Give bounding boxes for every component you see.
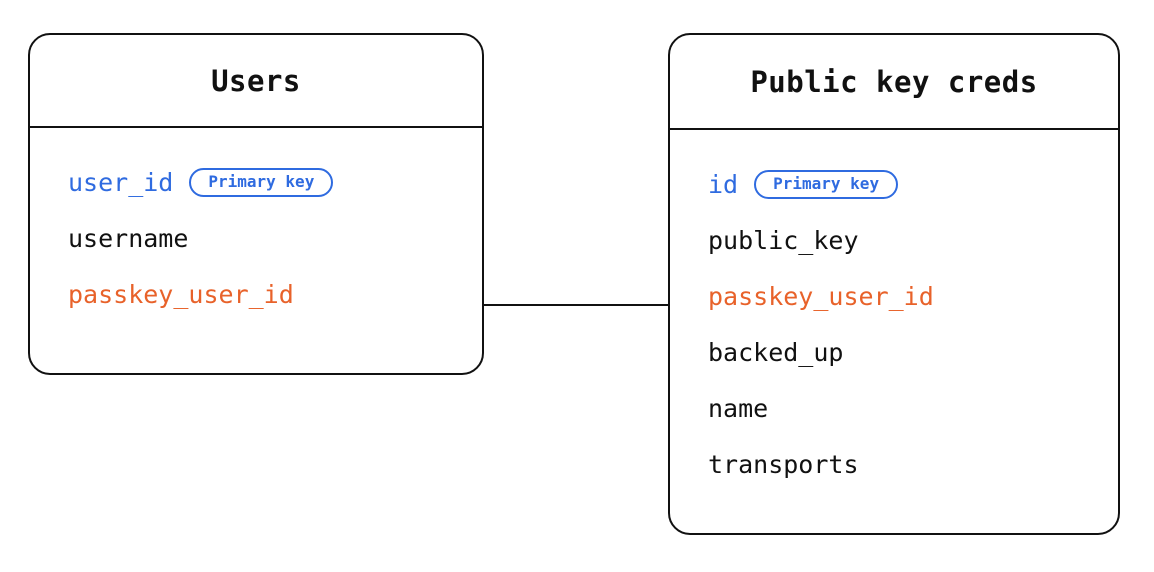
primary-key-badge-label: Primary key	[208, 172, 315, 191]
entity-users-field-list: user_id Primary key username passkey_use…	[30, 128, 482, 322]
field-name-username: username	[68, 223, 189, 253]
field-row[interactable]: id Primary key	[708, 156, 1118, 212]
field-name-public-key: public_key	[708, 225, 859, 255]
field-name-transports: transports	[708, 449, 859, 479]
field-name-passkey-user-id: passkey_user_id	[708, 281, 934, 311]
entity-users-title: Users	[211, 63, 301, 98]
field-row[interactable]: username	[68, 210, 482, 266]
field-name-backed-up: backed_up	[708, 337, 844, 367]
field-name-name: name	[708, 393, 769, 423]
field-row[interactable]: passkey_user_id	[708, 268, 1118, 324]
primary-key-badge-label: Primary key	[773, 174, 880, 193]
entity-public-key-creds-header: Public key creds	[670, 35, 1118, 130]
relationship-connector-line	[482, 304, 670, 306]
entity-users-header: Users	[30, 35, 482, 128]
primary-key-badge: Primary key	[754, 169, 899, 199]
field-row[interactable]: user_id Primary key	[68, 154, 482, 210]
field-row[interactable]: passkey_user_id	[68, 266, 482, 322]
field-row[interactable]: transports	[708, 436, 1118, 492]
primary-key-badge: Primary key	[189, 167, 334, 197]
field-row[interactable]: public_key	[708, 212, 1118, 268]
field-name-user-id: user_id	[68, 167, 174, 197]
field-row[interactable]: name	[708, 380, 1118, 436]
field-name-id: id	[708, 169, 739, 199]
entity-users[interactable]: Users user_id Primary key username passk…	[28, 33, 484, 375]
entity-public-key-creds-title: Public key creds	[750, 64, 1038, 99]
entity-public-key-creds-field-list: id Primary key public_key passkey_user_i…	[670, 130, 1118, 492]
field-row[interactable]: backed_up	[708, 324, 1118, 380]
entity-public-key-creds[interactable]: Public key creds id Primary key public_k…	[668, 33, 1120, 535]
field-name-passkey-user-id: passkey_user_id	[68, 279, 294, 309]
